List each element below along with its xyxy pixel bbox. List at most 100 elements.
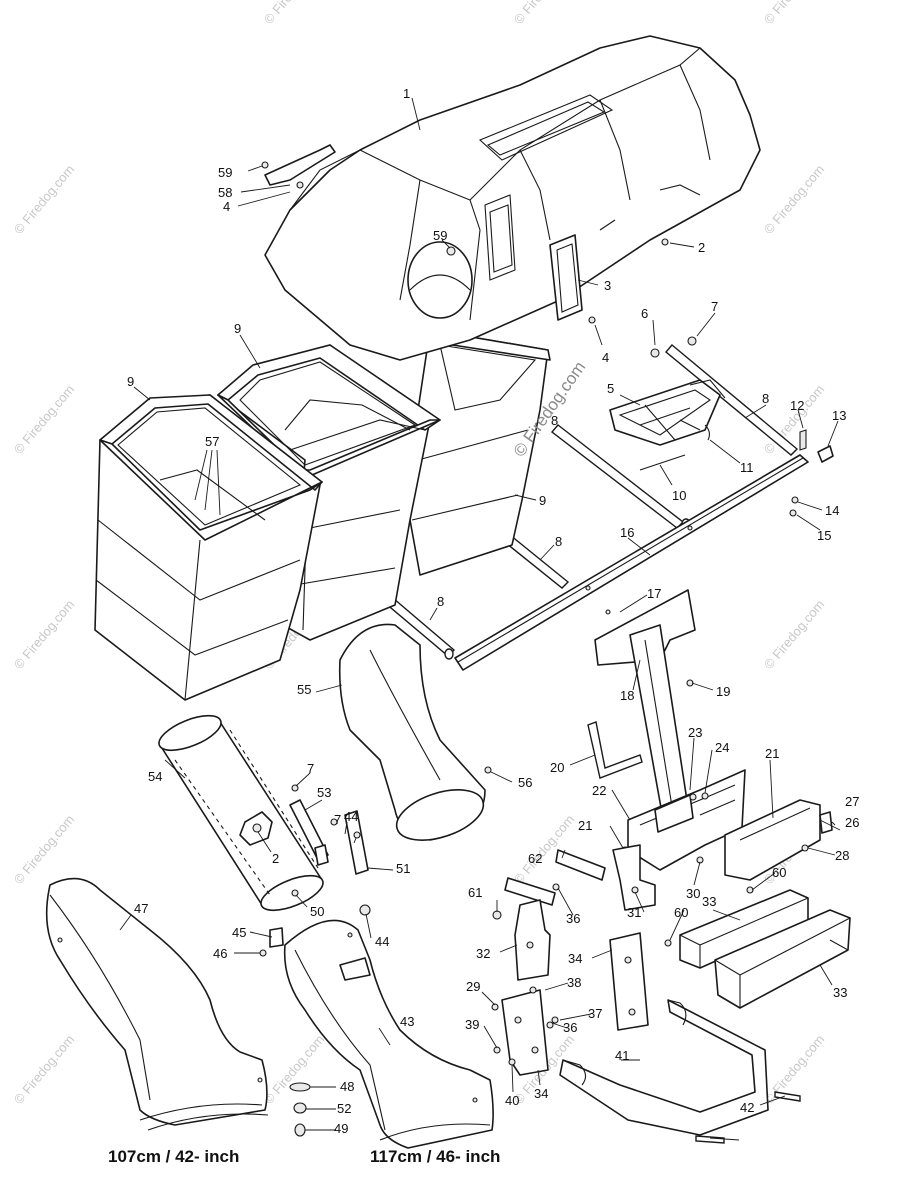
- watermark-text: © Firedog.com: [761, 162, 827, 237]
- mount-bracket-17-18: [594, 589, 696, 831]
- callout-61: 61: [468, 885, 482, 900]
- callout-44: 44: [344, 809, 358, 824]
- callout-43: 43: [400, 1014, 414, 1029]
- watermark-text: © Firedog.com: [11, 162, 77, 237]
- callout-8: 8: [762, 391, 769, 406]
- plate-34a: [609, 932, 649, 1031]
- callout-4: 4: [602, 350, 609, 365]
- callout-10: 10: [672, 488, 686, 503]
- callout-36: 36: [566, 911, 580, 926]
- callout-5: 5: [607, 381, 614, 396]
- callout-58: 58: [218, 185, 232, 200]
- callout-14: 14: [825, 503, 839, 518]
- callout-33: 33: [702, 894, 716, 909]
- callout-59: 59: [218, 165, 232, 180]
- callout-59: 59: [433, 228, 447, 243]
- callout-2: 2: [272, 851, 279, 866]
- callout-7: 7: [334, 812, 341, 827]
- callout-11: 11: [740, 460, 754, 475]
- callout-48: 48: [340, 1079, 354, 1094]
- callout-37: 37: [588, 1006, 602, 1021]
- cover-handle: [261, 144, 336, 189]
- grass-bag-rear: [409, 329, 551, 576]
- lower-chute-42: [45, 877, 269, 1131]
- callout-31: 31: [627, 905, 641, 920]
- spring-11: [704, 424, 711, 441]
- callout-20: 20: [550, 760, 564, 775]
- callout-47: 47: [134, 901, 148, 916]
- callout-3: 3: [604, 278, 611, 293]
- hopper-cover: [264, 35, 761, 361]
- callout-12: 12: [790, 398, 804, 413]
- callout-51: 51: [396, 861, 410, 876]
- bolt-61: [492, 910, 502, 920]
- callout-34: 34: [534, 1086, 548, 1101]
- callout-9: 9: [234, 321, 241, 336]
- callout-36: 36: [563, 1020, 577, 1035]
- bolt-36: [552, 883, 560, 891]
- watermark-text: © Firedog.com: [11, 597, 77, 672]
- bag-support-bracket: [609, 379, 726, 446]
- callout-40: 40: [505, 1093, 519, 1108]
- callout-24: 24: [715, 740, 729, 755]
- callout-19: 19: [716, 684, 730, 699]
- filter-bracket: [549, 234, 583, 321]
- callout-9: 9: [539, 493, 546, 508]
- leader-lines: [119, 97, 841, 1141]
- strip-62b: [504, 877, 556, 906]
- callout-38: 38: [567, 975, 581, 990]
- callout-2: 2: [698, 240, 705, 255]
- callout-21: 21: [578, 818, 592, 833]
- callout-54: 54: [148, 769, 162, 784]
- callout-8: 8: [551, 413, 558, 428]
- callout-8: 8: [437, 594, 444, 609]
- callout-55: 55: [297, 682, 311, 697]
- callout-17: 17: [647, 586, 661, 601]
- callout-41: 41: [615, 1048, 629, 1063]
- plate-32: [514, 899, 551, 981]
- screw-56: [484, 766, 492, 774]
- callout-9: 9: [127, 374, 134, 389]
- callout-6: 6: [641, 306, 648, 321]
- callout-7: 7: [711, 299, 718, 314]
- watermark-text: © Firedog.com: [761, 597, 827, 672]
- watermark-text: © Firedog.com: [261, 1032, 327, 1107]
- watermark-text: © Firedog.com: [511, 0, 577, 27]
- callout-8: 8: [555, 534, 562, 549]
- watermark-text: © Firedog.com: [511, 812, 577, 887]
- callout-29: 29: [466, 979, 480, 994]
- rod-20: [587, 721, 643, 779]
- callout-22: 22: [592, 783, 606, 798]
- chute-hardware: [259, 904, 371, 1137]
- watermark-text: © Firedog.com: [11, 812, 77, 887]
- callout-13: 13: [832, 408, 846, 423]
- watermark-text: © Firedog.com: [761, 0, 827, 27]
- callout-labels: 1 2 3 4 4 5 6 7 8 8 8 8 9 9 9 10 11 12 1…: [127, 86, 859, 1136]
- callout-33: 33: [833, 985, 847, 1000]
- callout-50: 50: [310, 904, 324, 919]
- callout-44: 44: [375, 934, 389, 949]
- callout-16: 16: [620, 525, 634, 540]
- callout-21: 21: [765, 746, 779, 761]
- plate-34b: [491, 986, 559, 1076]
- callout-26: 26: [845, 815, 859, 830]
- callout-18: 18: [620, 688, 634, 703]
- small-hardware: [588, 238, 834, 517]
- watermark-text: © Firedog.com: [11, 1032, 77, 1107]
- callout-30: 30: [686, 886, 700, 901]
- callout-34: 34: [568, 951, 582, 966]
- weight-box-lower: [714, 909, 851, 1009]
- grass-bag-front: [94, 394, 426, 701]
- callout-52: 52: [337, 1101, 351, 1116]
- callout-49: 49: [334, 1121, 348, 1136]
- callout-46: 46: [213, 946, 227, 961]
- callout-56: 56: [518, 775, 532, 790]
- callout-39: 39: [465, 1017, 479, 1032]
- callout-60: 60: [772, 865, 786, 880]
- callout-53: 53: [317, 785, 331, 800]
- callout-42: 42: [740, 1100, 754, 1115]
- callout-15: 15: [817, 528, 831, 543]
- callout-62: 62: [528, 851, 542, 866]
- plate-31: [612, 844, 656, 911]
- watermark-text: © Firedog.com: [11, 382, 77, 457]
